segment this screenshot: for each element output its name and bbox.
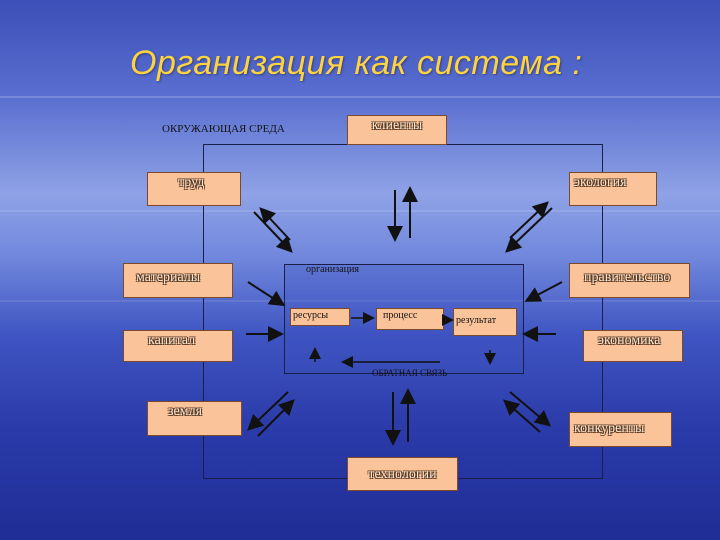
arrow-materials xyxy=(247,281,286,307)
arrow-competitors-in xyxy=(503,399,541,433)
arrow-ecology-out xyxy=(509,201,549,239)
arrow-government xyxy=(524,281,563,302)
slide-title: Организация как система : xyxy=(130,44,583,82)
box-result: результат xyxy=(453,308,517,336)
box-resources: ресурсы xyxy=(290,308,350,326)
box-technologies: технологии xyxy=(347,457,458,491)
arrow-labor-in xyxy=(253,211,293,253)
box-labor: труд xyxy=(147,172,241,206)
box-clients: клиенты xyxy=(347,115,447,145)
bg-streak xyxy=(0,300,720,302)
arrow-ecology-in xyxy=(505,207,553,253)
arrow-land-in xyxy=(257,399,295,437)
environment-label: ОКРУЖАЮЩАЯ СРЕДА xyxy=(162,123,285,135)
organization-label: организация xyxy=(306,264,359,275)
box-economy: экономика xyxy=(583,330,683,362)
feedback-label: ОБРАТНАЯ СВЯЗЬ xyxy=(372,368,448,378)
box-capital: капитал xyxy=(123,330,233,362)
arrow-labor-out xyxy=(259,207,291,241)
box-competitors: конкуренты xyxy=(569,412,672,447)
arrow-competitors-out xyxy=(509,391,552,427)
box-materials: материалы xyxy=(123,263,233,298)
bg-streak xyxy=(0,96,720,98)
bg-streak xyxy=(0,210,720,212)
arrow-land-out xyxy=(247,391,289,431)
box-ecology: экология xyxy=(569,172,657,206)
box-land: земля xyxy=(147,401,242,436)
box-government: правительство xyxy=(569,263,690,298)
